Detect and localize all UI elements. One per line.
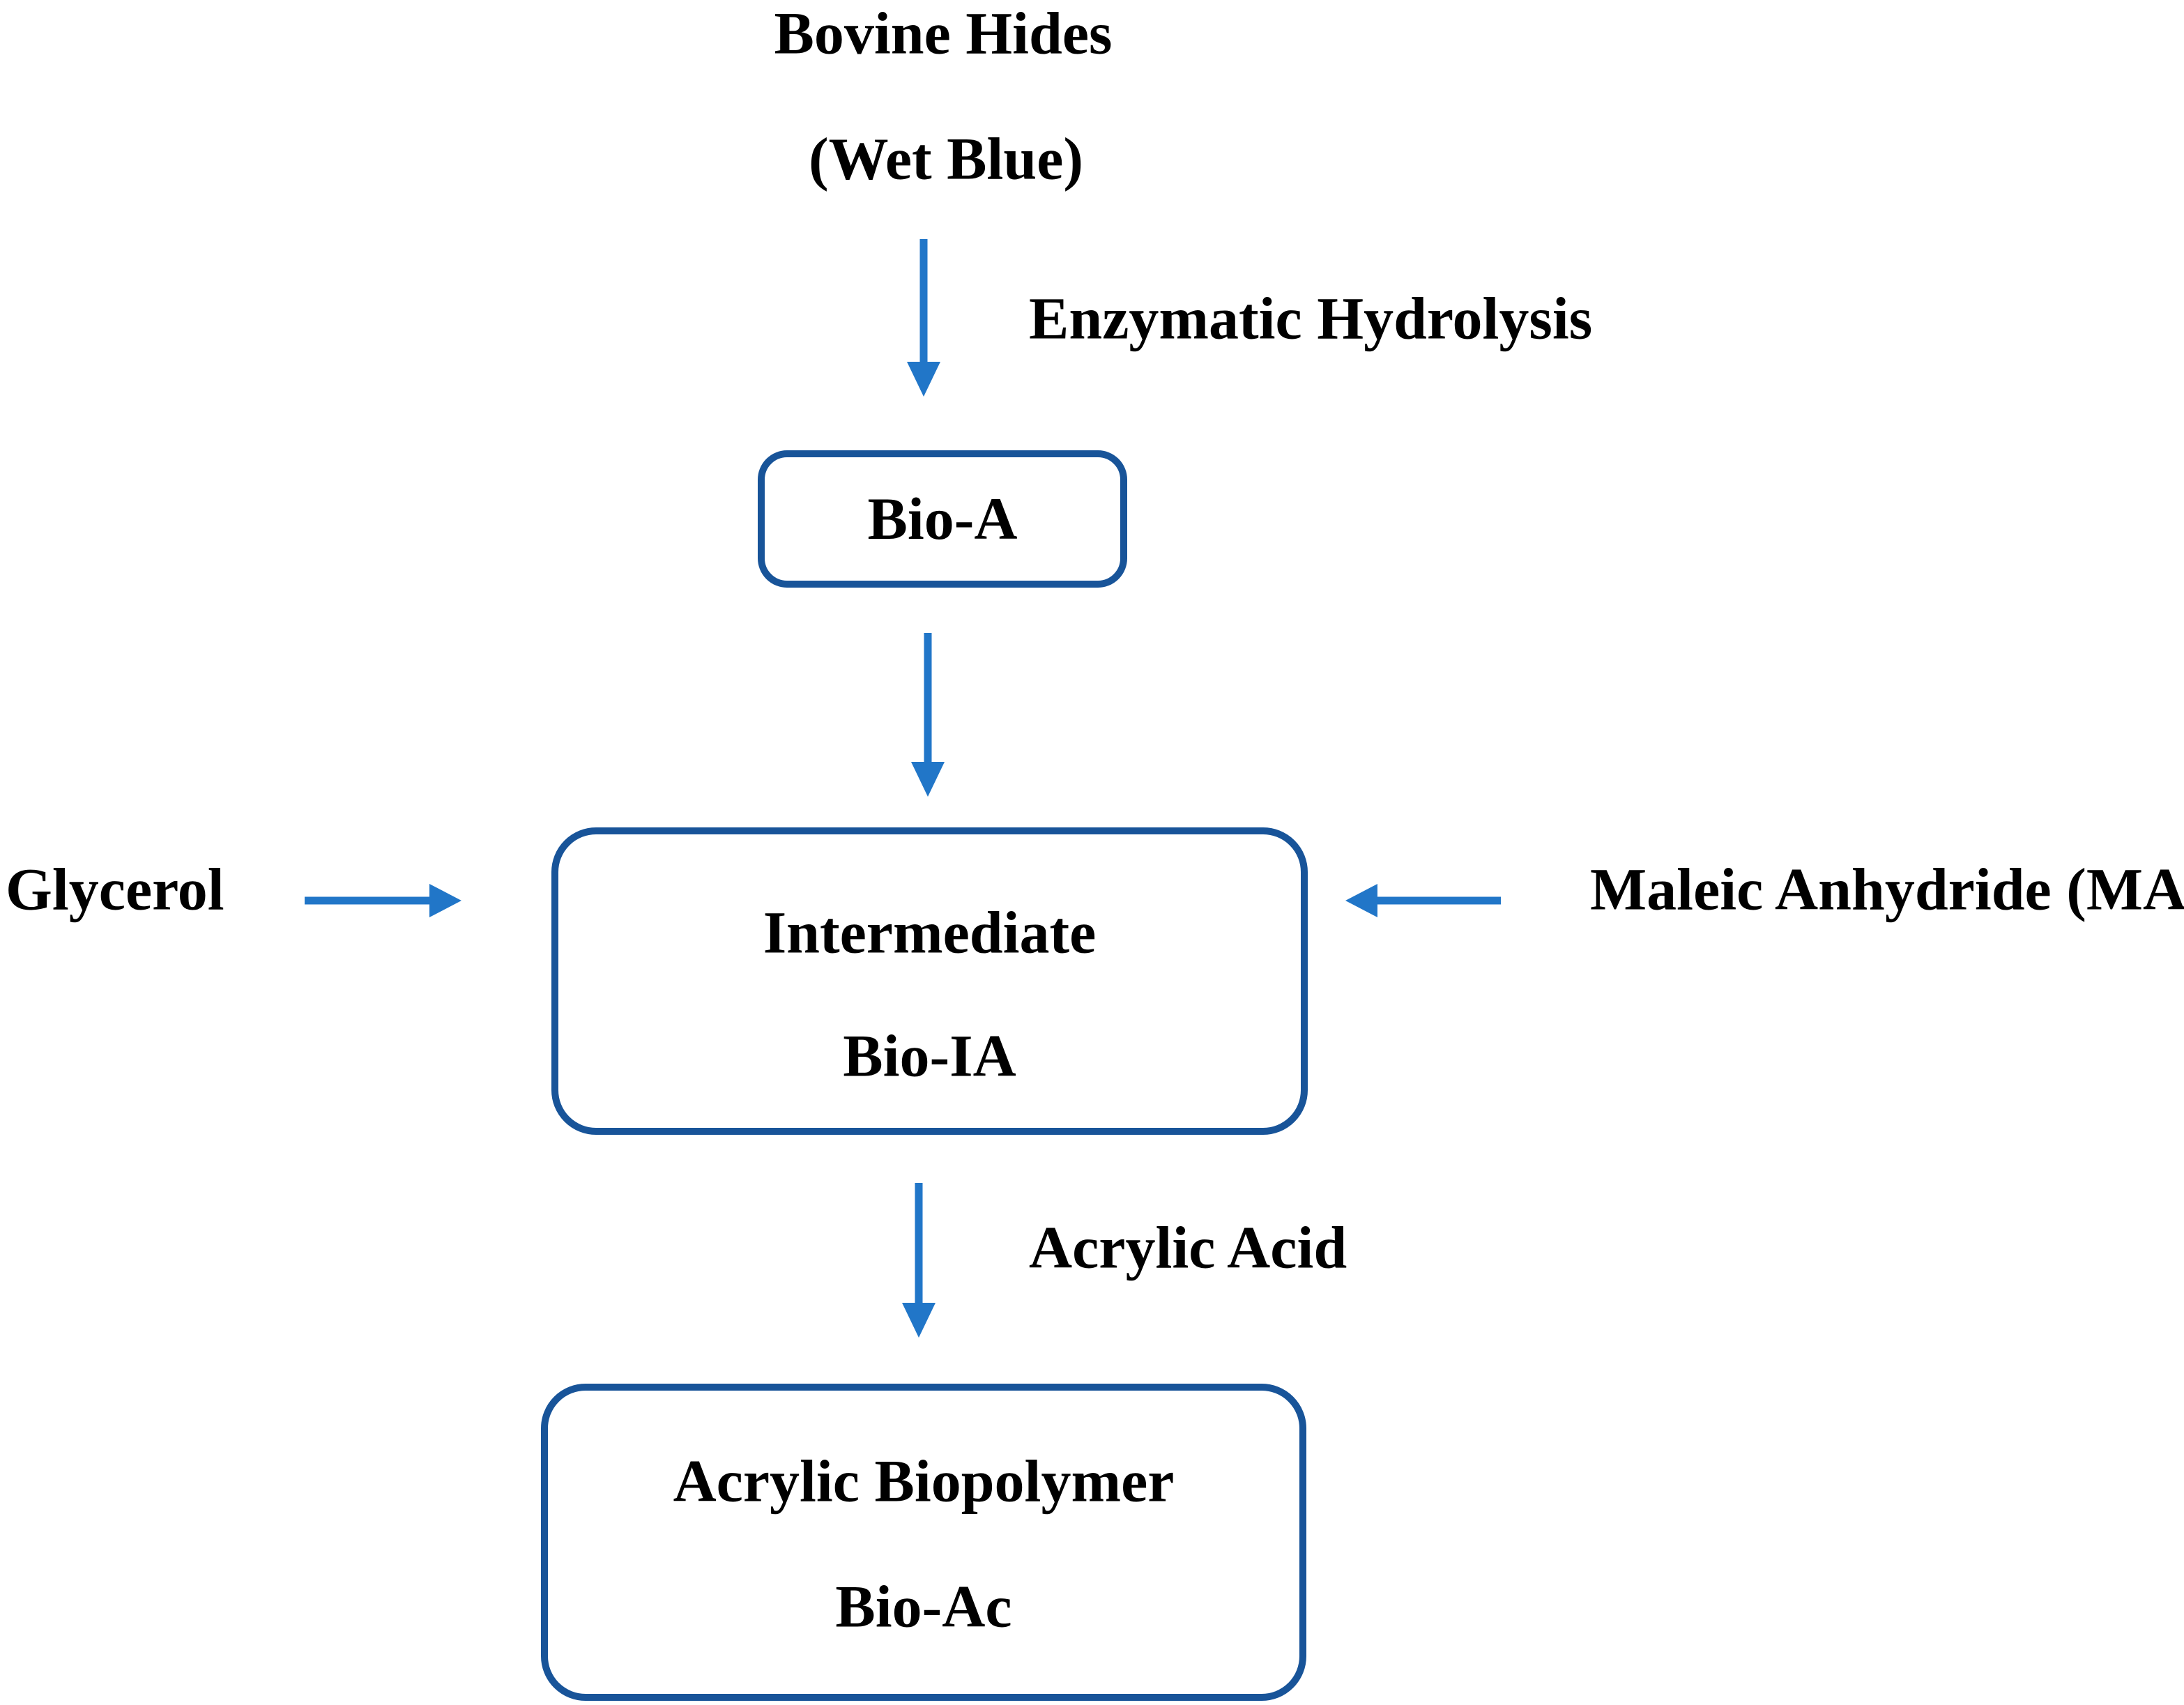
node-acrylic-biopolymer-line1: Acrylic Biopolymer [673,1447,1175,1515]
arrow-left-icon [1345,884,1501,917]
arrow-shaft [915,1183,923,1306]
input-label-maleic-anhydride: Maleic Anhydride (MA) [1590,855,2184,923]
node-bio-a-label: Bio-A [867,485,1018,553]
arrow-shaft [924,633,932,765]
node-intermediate: Intermediate Bio-IA [551,827,1308,1135]
node-bio-a: Bio-A [758,450,1127,588]
node-acrylic-biopolymer-line2: Bio-Ac [835,1573,1012,1640]
source-label-line2: (Wet Blue) [808,125,1084,192]
arrow-down-icon [911,633,945,797]
arrow-head [902,1303,936,1338]
node-acrylic-biopolymer: Acrylic Biopolymer Bio-Ac [541,1384,1306,1701]
node-intermediate-line1: Intermediate [763,899,1097,966]
node-intermediate-line2: Bio-IA [843,1022,1016,1089]
arrow-head [907,362,940,397]
arrow-down-icon [902,1183,936,1338]
edge-label-enzymatic-hydrolysis: Enzymatic Hydrolysis [1029,284,1593,352]
arrow-head [1345,884,1377,917]
arrow-shaft [305,896,432,905]
arrow-head [911,762,945,797]
source-label-line1: Bovine Hides [774,0,1113,67]
input-label-glycerol: Glycerol [6,855,224,923]
arrow-down-icon [907,239,940,397]
arrow-right-icon [305,884,461,917]
arrow-shaft [919,239,928,365]
edge-label-acrylic-acid: Acrylic Acid [1029,1214,1347,1281]
arrow-head [429,884,461,917]
arrow-shaft [1375,896,1501,905]
